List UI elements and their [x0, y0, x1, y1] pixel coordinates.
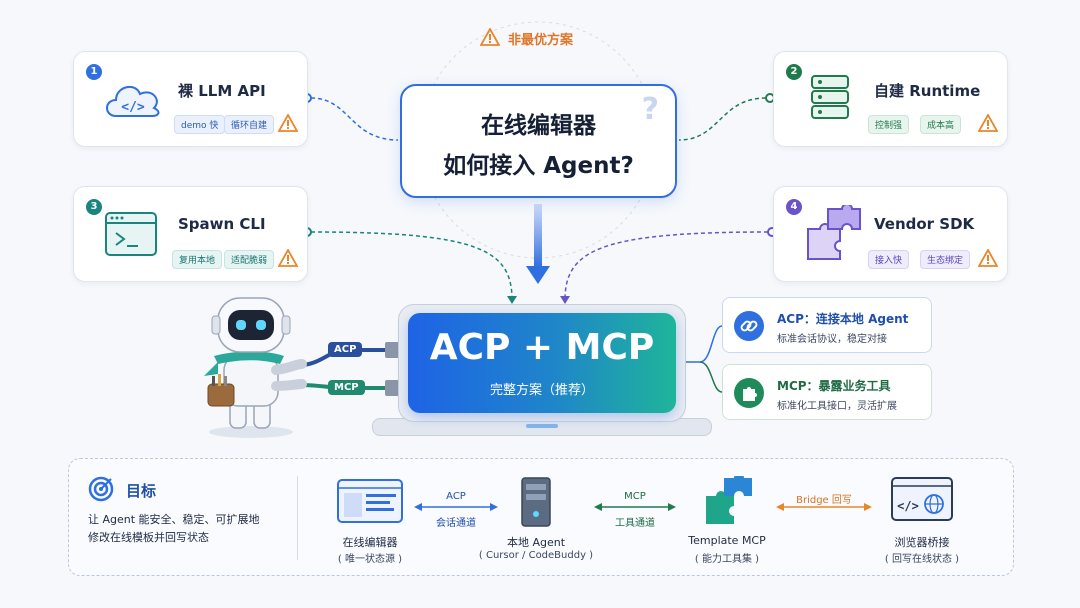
flow-node-label: 在线编辑器: [342, 536, 398, 549]
flow-node-sub: ( Cursor / CodeBuddy ): [478, 550, 594, 561]
puzzle-piece-icon: [734, 378, 764, 408]
goal-divider: [297, 476, 298, 560]
question-mark-icon: ?: [641, 92, 659, 127]
flow-arrow-bottom: 会话通道: [436, 518, 476, 529]
card-number: 3: [86, 199, 102, 215]
flow-node-label: Template MCP: [688, 534, 766, 547]
option-card-spawn-cli: 3 Spawn CLI 复用本地 适配脆弱: [73, 186, 308, 282]
side-card-title: MCP：暴露业务工具: [777, 379, 891, 393]
solution-title: ACP + MCP: [429, 327, 655, 368]
flow-arrow-top: MCP: [624, 491, 646, 502]
card-title: 裸 LLM API: [178, 82, 266, 100]
solution-indicator: [526, 424, 558, 428]
warning-icon: [978, 249, 998, 267]
card-title: 自建 Runtime: [874, 82, 981, 100]
goal-title: 目标: [126, 482, 157, 500]
card-tag: 控制强: [868, 115, 910, 134]
option-card-vendor-sdk: 4 Vendor SDK 接入快 生态绑定: [773, 186, 1008, 282]
cloud-code-icon: </>: [106, 85, 160, 117]
card-tag: 复用本地: [172, 250, 223, 269]
solution-box: ACP + MCP 完整方案（推荐）: [408, 313, 676, 413]
card-tag: 适配脆弱: [224, 250, 275, 269]
side-card-sub: 标准化工具接口，灵活扩展: [777, 401, 897, 412]
browser-bridge-icon: </>: [891, 477, 953, 521]
card-tag: 循环自建: [224, 115, 275, 134]
card-number: 1: [86, 64, 102, 80]
robot-cable-label-acp: ACP: [328, 342, 363, 357]
solution-subtitle: 完整方案（推荐）: [489, 383, 594, 398]
option-card-llm-api: 1 </> 裸 LLM API demo 快 循环自建: [73, 51, 308, 147]
svg-text:</>: </>: [121, 100, 145, 115]
target-icon: [88, 476, 114, 502]
warning-text: 非最优方案: [508, 33, 574, 48]
goal-line2: 修改在线模板并回写状态: [88, 531, 209, 544]
warning-icon: [278, 249, 298, 267]
robot-illustration: [204, 297, 307, 438]
center-line1: 在线编辑器: [481, 113, 596, 139]
card-tag: 接入快: [868, 250, 910, 269]
center-line2: 如何接入 Agent?: [443, 153, 634, 179]
side-card-title: ACP：连接本地 Agent: [777, 312, 909, 326]
card-tag: 成本高: [920, 115, 962, 134]
option-card-runtime: 2 自建 Runtime 控制强 成本高: [773, 51, 1008, 147]
robot-cable-label-mcp: MCP: [328, 380, 365, 395]
warning-icon: [480, 28, 500, 46]
flow-arrow-top: ACP: [446, 491, 466, 502]
link-icon: [734, 311, 764, 341]
server-icon: [811, 75, 849, 119]
center-question-card: 在线编辑器 如何接入 Agent? ?: [400, 84, 677, 198]
card-tag: 生态绑定: [920, 250, 971, 269]
side-card-sub: 标准会话协议，稳定对接: [777, 334, 887, 345]
flow-arrow-bottom: 工具通道: [615, 518, 655, 529]
card-title: Vendor SDK: [874, 215, 975, 233]
puzzle-icon: [807, 205, 861, 260]
card-number: 2: [786, 64, 802, 80]
flow-arrow-top: Bridge 回写: [796, 495, 852, 506]
template-puzzle-icon: [706, 476, 752, 524]
agent-server-icon: [521, 477, 551, 527]
side-card-mcp: MCP：暴露业务工具 标准化工具接口，灵活扩展: [722, 364, 932, 420]
card-title: Spawn CLI: [178, 215, 266, 233]
side-card-acp: ACP：连接本地 Agent 标准会话协议，稳定对接: [722, 297, 932, 353]
flow-node-label: 本地 Agent: [506, 536, 566, 549]
flow-node-sub: ( 唯一状态源 ): [337, 554, 403, 565]
terminal-icon: [105, 212, 157, 256]
flow-node-sub: ( 能力工具集 ): [694, 554, 760, 565]
svg-text:</>: </>: [897, 499, 919, 513]
flow-node-sub: ( 回写在线状态 ): [884, 554, 960, 565]
card-number: 4: [786, 199, 802, 215]
goal-line1: 让 Agent 能安全、稳定、可扩展地: [88, 513, 260, 526]
warning-icon: [978, 114, 998, 132]
editor-window-icon: [337, 479, 403, 523]
card-tag: demo 快: [174, 115, 226, 134]
flow-node-label: 浏览器桥接: [894, 536, 950, 549]
warning-icon: [278, 114, 298, 132]
